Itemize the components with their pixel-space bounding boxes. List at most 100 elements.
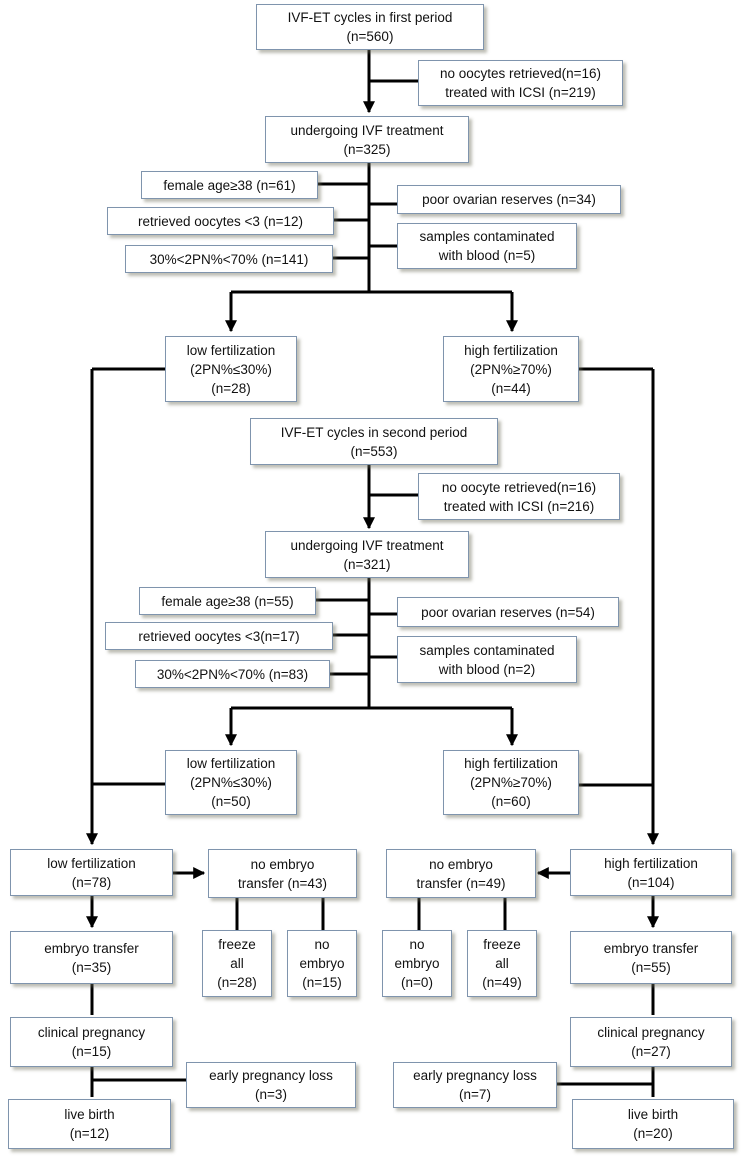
high-freeze-line3: (n=49)	[482, 975, 522, 990]
period1-poor-reserve-box: poor ovarian reserves (n=34)	[397, 185, 621, 214]
period2-blood-box: samples contaminated with blood (n=2)	[397, 636, 577, 683]
period1-age-text: female age≥38 (n=61)	[163, 177, 296, 193]
high-total-line1: high fertilization	[604, 855, 698, 871]
high-et-line1: embryo transfer	[603, 940, 699, 956]
period1-ivf-line2: (n=325)	[343, 141, 391, 157]
period1-start-line1: IVF-ET cycles in first period	[287, 10, 453, 25]
period1-start-line2: (n=560)	[346, 29, 394, 44]
period2-ivf-line2: (n=321)	[343, 556, 391, 572]
low-noemb-line3: (n=15)	[302, 975, 342, 990]
period1-high-line2: (2PN%≥70%)	[470, 361, 552, 377]
period1-blood-line1: samples contaminated	[419, 229, 555, 244]
low-noet-line2: transfer (n=43)	[238, 875, 327, 891]
low-noemb-line2: embryo	[299, 956, 345, 971]
period2-high-line2: (2PN%≥70%)	[470, 775, 552, 790]
period1-low-line3: (n=28)	[211, 380, 251, 396]
period2-poor-reserve-box: poor ovarian reserves (n=54)	[397, 597, 619, 627]
low-birth-line1: live birth	[64, 1107, 115, 1122]
low-live-birth-box: live birth (n=12)	[8, 1099, 171, 1149]
period1-low-fertilization-box: low fertilization (2PN%≤30%) (n=28)	[165, 336, 297, 402]
period1-exclusion-box: no oocytes retrieved(n=16) treated with …	[418, 60, 623, 106]
low-preg-line1: clinical pregnancy	[37, 1025, 146, 1040]
period2-start-line1: IVF-ET cycles in second period	[280, 424, 468, 440]
period1-blood-box: samples contaminated with blood (n=5)	[397, 223, 577, 269]
period2-ivf-box: undergoing IVF treatment (n=321)	[265, 531, 469, 578]
period1-retrieved-box: retrieved oocytes <3 (n=12)	[107, 207, 334, 235]
low-early-loss-box: early pregnancy loss (n=3)	[186, 1062, 356, 1108]
low-freeze-all-box: freeze all (n=28)	[202, 930, 272, 997]
low-loss-line2: (n=3)	[255, 1087, 287, 1102]
low-et-line1: embryo transfer	[44, 940, 139, 956]
low-no-embryo-box: no embryo (n=15)	[287, 930, 357, 997]
high-noemb-line1: no	[409, 937, 425, 952]
low-loss-line1: early pregnancy loss	[209, 1068, 333, 1083]
high-noemb-line3: (n=0)	[401, 975, 433, 990]
period1-ivf-line1: undergoing IVF treatment	[290, 122, 444, 138]
period2-ivf-line1: undergoing IVF treatment	[290, 537, 444, 553]
period2-low-fertilization-box: low fertilization (2PN%≤30%) (n=50)	[165, 750, 297, 815]
period2-low-line3: (n=50)	[211, 794, 251, 809]
high-et-line2: (n=55)	[631, 959, 671, 975]
high-noemb-line2: embryo	[394, 956, 440, 971]
high-loss-line1: early pregnancy loss	[413, 1068, 537, 1083]
low-freeze-line3: (n=28)	[217, 975, 257, 990]
period1-low-line2: (2PN%≤30%)	[190, 361, 272, 377]
period2-low-line2: (2PN%≤30%)	[190, 775, 272, 790]
low-noet-line1: no embryo	[250, 856, 315, 872]
period2-blood-line1: samples contaminated	[419, 642, 555, 658]
period2-high-line3: (n=60)	[491, 794, 531, 809]
period1-start-box: IVF-ET cycles in first period (n=560)	[256, 4, 484, 50]
period1-poor-reserve-text: poor ovarian reserves (n=34)	[422, 192, 596, 207]
high-birth-line1: live birth	[627, 1107, 679, 1122]
high-noet-line2: transfer (n=49)	[416, 875, 506, 891]
period1-ivf-box: undergoing IVF treatment (n=325)	[265, 116, 469, 163]
period2-blood-line2: with blood (n=2)	[438, 661, 536, 677]
period1-2pn-box: 30%<2PN%<70% (n=141)	[125, 245, 333, 273]
low-clinical-pregnancy-box: clinical pregnancy (n=15)	[10, 1017, 173, 1067]
period2-retrieved-box: retrieved oocytes <3(n=17)	[105, 622, 333, 650]
high-no-embryo-transfer-box: no embryo transfer (n=49)	[386, 849, 536, 898]
period2-high-line1: high fertilization	[464, 756, 558, 771]
high-clinical-pregnancy-box: clinical pregnancy (n=27)	[570, 1017, 732, 1067]
high-loss-line2: (n=7)	[459, 1087, 491, 1102]
high-fertilization-total-box: high fertilization (n=104)	[570, 849, 732, 896]
low-fertilization-total-box: low fertilization (n=78)	[10, 849, 173, 896]
high-freeze-all-box: freeze all (n=49)	[467, 930, 537, 997]
low-embryo-transfer-box: embryo transfer (n=35)	[10, 931, 173, 984]
period1-exclusion-line2: treated with ICSI (n=219)	[445, 85, 596, 100]
low-et-line2: (n=35)	[71, 959, 112, 975]
period1-2pn-text: 30%<2PN%<70% (n=141)	[149, 251, 309, 267]
period2-age-box: female age≥38 (n=55)	[139, 587, 316, 615]
period2-poor-reserve-text: poor ovarian reserves (n=54)	[421, 604, 595, 620]
period2-2pn-box: 30%<2PN%<70% (n=83)	[135, 660, 330, 688]
period1-retrieved-text: retrieved oocytes <3 (n=12)	[137, 213, 304, 229]
period1-high-line1: high fertilization	[464, 342, 558, 358]
period2-start-box: IVF-ET cycles in second period (n=553)	[250, 418, 498, 465]
period2-exclusion-line1: no oocyte retrieved(n=16)	[441, 479, 597, 495]
period2-exclusion-box: no oocyte retrieved(n=16) treated with I…	[418, 473, 620, 520]
period1-age-box: female age≥38 (n=61)	[141, 171, 318, 199]
high-no-embryo-box: no embryo (n=0)	[382, 930, 452, 997]
period2-start-line2: (n=553)	[350, 443, 398, 459]
period1-high-line3: (n=44)	[491, 380, 531, 396]
high-birth-line2: (n=20)	[633, 1126, 673, 1141]
period1-exclusion-line1: no oocytes retrieved(n=16)	[440, 66, 601, 81]
high-noet-line1: no embryo	[429, 856, 493, 872]
high-preg-line2: (n=27)	[631, 1044, 671, 1059]
high-live-birth-box: live birth (n=20)	[572, 1099, 734, 1149]
high-total-line2: (n=104)	[627, 874, 675, 890]
low-total-line1: low fertilization	[47, 855, 136, 871]
period1-low-line1: low fertilization	[186, 342, 276, 358]
high-early-loss-box: early pregnancy loss (n=7)	[393, 1062, 557, 1108]
low-birth-line2: (n=12)	[69, 1126, 110, 1141]
period2-age-text: female age≥38 (n=55)	[161, 593, 294, 609]
high-freeze-line2: all	[495, 956, 509, 971]
period2-high-fertilization-box: high fertilization (2PN%≥70%) (n=60)	[443, 750, 579, 815]
low-noemb-line1: no	[314, 937, 330, 952]
high-freeze-line1: freeze	[483, 937, 521, 952]
period2-2pn-text: 30%<2PN%<70% (n=83)	[156, 666, 309, 682]
high-embryo-transfer-box: embryo transfer (n=55)	[570, 931, 732, 984]
low-preg-line2: (n=15)	[71, 1044, 112, 1059]
low-no-embryo-transfer-box: no embryo transfer (n=43)	[208, 849, 357, 898]
